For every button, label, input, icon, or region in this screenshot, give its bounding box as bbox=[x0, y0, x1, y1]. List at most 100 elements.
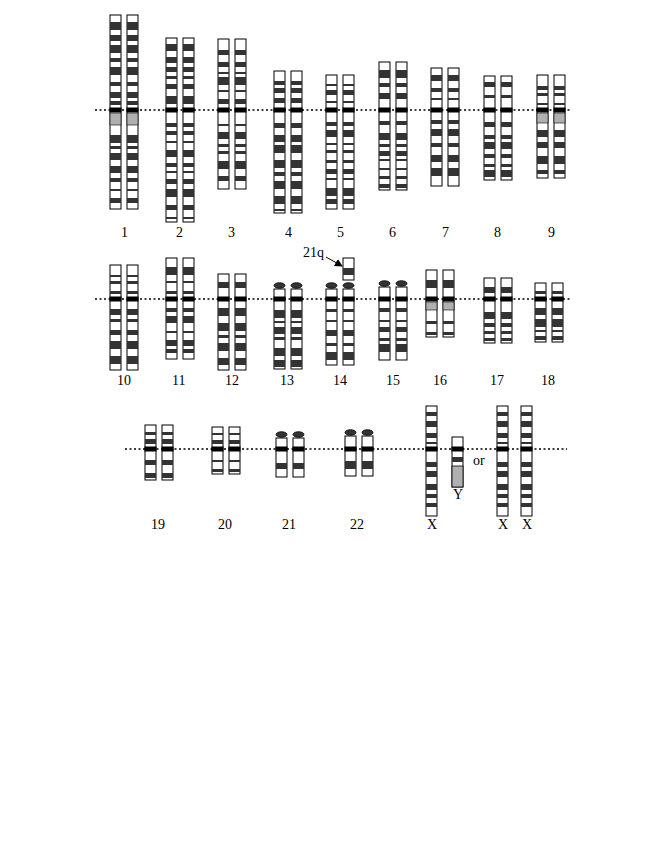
band bbox=[501, 154, 512, 158]
band bbox=[452, 457, 463, 462]
centromere bbox=[218, 297, 230, 302]
chromosome bbox=[291, 283, 303, 369]
band bbox=[274, 337, 285, 340]
chromosome bbox=[326, 283, 338, 365]
band bbox=[274, 321, 285, 323]
chromosome bbox=[343, 75, 355, 209]
centromere bbox=[501, 297, 513, 302]
centromere bbox=[145, 447, 157, 452]
band bbox=[291, 181, 302, 189]
band bbox=[535, 330, 546, 332]
chromosome-number: 6 bbox=[389, 226, 396, 240]
chromatid-outline bbox=[448, 68, 459, 186]
chromosome-number: 7 bbox=[442, 226, 449, 240]
band bbox=[484, 142, 495, 149]
chromosome-number: 4 bbox=[285, 226, 292, 240]
band bbox=[521, 484, 532, 490]
band bbox=[537, 130, 548, 137]
band bbox=[235, 144, 246, 147]
chromatid-outline bbox=[501, 278, 512, 343]
band bbox=[521, 433, 532, 438]
band bbox=[274, 123, 285, 128]
band bbox=[552, 319, 563, 327]
band bbox=[183, 76, 194, 79]
band bbox=[127, 281, 138, 284]
band bbox=[379, 320, 390, 322]
band bbox=[554, 130, 565, 137]
centromere bbox=[448, 108, 460, 113]
band bbox=[110, 67, 121, 75]
band bbox=[183, 44, 194, 51]
band bbox=[229, 460, 240, 462]
chromosome-label: Y bbox=[453, 488, 463, 502]
band bbox=[431, 168, 442, 176]
chromosome bbox=[396, 281, 408, 360]
band bbox=[127, 189, 138, 191]
chromosome bbox=[452, 437, 464, 487]
band bbox=[326, 352, 337, 360]
band bbox=[110, 356, 121, 364]
band bbox=[166, 189, 177, 197]
band bbox=[396, 308, 407, 312]
band bbox=[343, 320, 354, 322]
centromere bbox=[497, 447, 509, 452]
band bbox=[218, 77, 229, 85]
satellite bbox=[345, 430, 356, 436]
band bbox=[521, 421, 532, 427]
band bbox=[183, 179, 194, 184]
band bbox=[554, 103, 565, 105]
band bbox=[166, 57, 177, 63]
heterochromatin bbox=[127, 113, 138, 125]
centromere bbox=[166, 297, 178, 302]
chromosome bbox=[212, 427, 224, 474]
band bbox=[235, 99, 246, 104]
band bbox=[166, 267, 177, 275]
band bbox=[396, 121, 407, 125]
band bbox=[218, 62, 229, 67]
band bbox=[110, 198, 121, 203]
band bbox=[127, 22, 138, 30]
centromere bbox=[291, 297, 303, 302]
band bbox=[396, 151, 407, 156]
band bbox=[484, 338, 495, 341]
chromosome bbox=[127, 265, 139, 370]
band bbox=[343, 90, 354, 95]
band bbox=[218, 132, 229, 139]
chromosome bbox=[396, 62, 408, 190]
band bbox=[448, 88, 459, 92]
chromatid-outline bbox=[110, 265, 121, 370]
chromatid-outline bbox=[229, 427, 240, 474]
band bbox=[183, 141, 194, 143]
band bbox=[326, 199, 337, 204]
band bbox=[218, 282, 229, 288]
band bbox=[212, 433, 223, 435]
chromatid-outline bbox=[426, 270, 437, 337]
band bbox=[426, 442, 437, 444]
band bbox=[291, 172, 302, 176]
band bbox=[166, 123, 177, 127]
band bbox=[110, 319, 121, 322]
band bbox=[291, 160, 302, 168]
band bbox=[291, 135, 302, 142]
band bbox=[183, 150, 194, 157]
chromatid-outline bbox=[235, 274, 246, 370]
band bbox=[166, 131, 177, 135]
band bbox=[426, 280, 437, 288]
band bbox=[326, 160, 337, 163]
chromosome bbox=[218, 39, 230, 189]
chromosome bbox=[162, 425, 174, 480]
band bbox=[396, 83, 407, 87]
band bbox=[218, 144, 229, 147]
band bbox=[497, 412, 508, 416]
band bbox=[145, 439, 156, 444]
centromere bbox=[127, 108, 139, 113]
band bbox=[291, 360, 302, 367]
band bbox=[127, 45, 138, 53]
band bbox=[183, 340, 194, 346]
band bbox=[326, 122, 337, 126]
band bbox=[110, 330, 121, 335]
chromosome bbox=[362, 430, 374, 476]
chromatid-outline bbox=[521, 406, 532, 516]
band bbox=[396, 327, 407, 332]
band bbox=[235, 335, 246, 338]
